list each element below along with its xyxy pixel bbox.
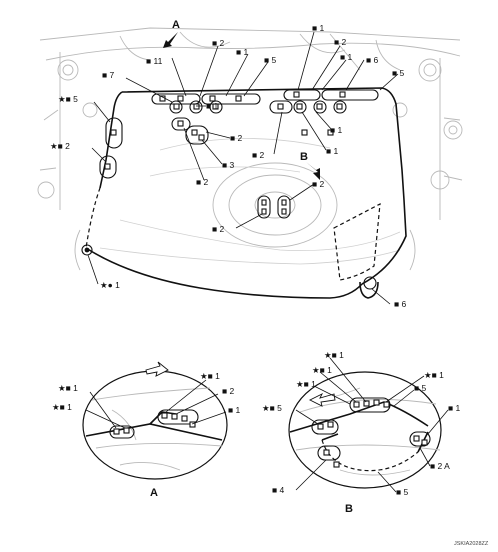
detail-a-callout-2: ■ 2: [222, 386, 234, 396]
figure-code: JSKIA2028ZZ: [454, 541, 489, 547]
harness-clip-groups: [81, 89, 379, 290]
harness-route-main: [85, 87, 407, 299]
callout-3: ■ 3: [222, 160, 234, 170]
vehicle-body-background: [37, 27, 463, 271]
detail-b-callout-star-1-right: ★■ 1: [424, 370, 444, 380]
callout-star-5-left: ★■ 5: [58, 94, 78, 104]
callout-6-bottom: ■ 6: [394, 299, 406, 309]
detail-a-callout-star-1-top: ★■ 1: [58, 383, 78, 393]
detail-b-label: B: [345, 503, 353, 515]
detail-view-a: ★■ 1 ★■ 1 ★■ 1 ■ 2 ■ 1 A: [52, 361, 240, 499]
detail-b-callout-star-5: ★■ 5: [262, 403, 282, 413]
detail-b-callout-star-1-upper: ★■ 1: [312, 365, 332, 375]
callout-2-lower-left: ■ 2: [196, 177, 208, 187]
callout-2-mid: ■ 2: [230, 133, 242, 143]
view-label-b-main: B: [300, 151, 308, 163]
view-arrow-b: [306, 162, 320, 180]
detail-b-callout-5-bottom: ■ 5: [396, 487, 408, 497]
callout-star-dot-1: ★● 1: [100, 280, 120, 290]
callout-2-upper-right: ■ 2: [334, 37, 346, 47]
detail-a-callout-star-1-mid: ★■ 1: [52, 402, 72, 412]
callout-2-top: ■ 2: [212, 38, 224, 48]
callout-5-right: ■ 5: [392, 68, 404, 78]
callout-1-top: ■ 1: [236, 47, 248, 57]
view-label-a-main: A: [172, 19, 180, 31]
detail-b-callout-4: ■ 4: [272, 485, 284, 495]
view-arrow-a: [163, 32, 178, 48]
detail-b-callout-star-1-top: ★■ 1: [324, 350, 344, 360]
callout-star-2-left: ★■ 2: [50, 141, 70, 151]
callout-1-right-b: ■ 1: [330, 125, 342, 135]
callout-5-top: ■ 5: [264, 55, 276, 65]
detail-view-b: ★■ 1 ★■ 1 ★■ 1 ★■ 5 ★■ 1 ■ 5 ■ 1 ■ 2 A ■…: [262, 350, 460, 515]
leader-lines-main: [87, 31, 399, 305]
callout-2-well-right: ■ 2: [312, 179, 324, 189]
callout-1-right-c: ■ 1: [326, 146, 338, 156]
callout-7: ■ 7: [102, 70, 114, 80]
callout-11: ■ 11: [146, 56, 163, 66]
detail-b-callout-5-right: ■ 5: [414, 383, 426, 393]
callouts-main: A B ■ 11 ■ 2 ■ 1 ■ 5 ■ 7 ■ 1 ■ 2 ■ 1 ■ 6…: [50, 19, 406, 309]
callout-2-center: ■ 2: [252, 150, 264, 160]
callout-1-upper-right: ■ 1: [312, 23, 324, 33]
detail-a-label: A: [150, 487, 158, 499]
callout-6-top: ■ 6: [366, 55, 378, 65]
callout-1-mid: ■ 1: [206, 101, 218, 111]
detail-a-callout-1: ■ 1: [228, 405, 240, 415]
detail-b-callout-star-1-mid: ★■ 1: [296, 379, 316, 389]
detail-b-callout-1: ■ 1: [448, 403, 460, 413]
detail-b-callout-2a: ■ 2 A: [430, 461, 450, 471]
detail-a-callout-star-1-right: ★■ 1: [200, 371, 220, 381]
callout-2-well-left: ■ 2: [212, 224, 224, 234]
callout-1-right-a: ■ 1: [340, 52, 352, 62]
